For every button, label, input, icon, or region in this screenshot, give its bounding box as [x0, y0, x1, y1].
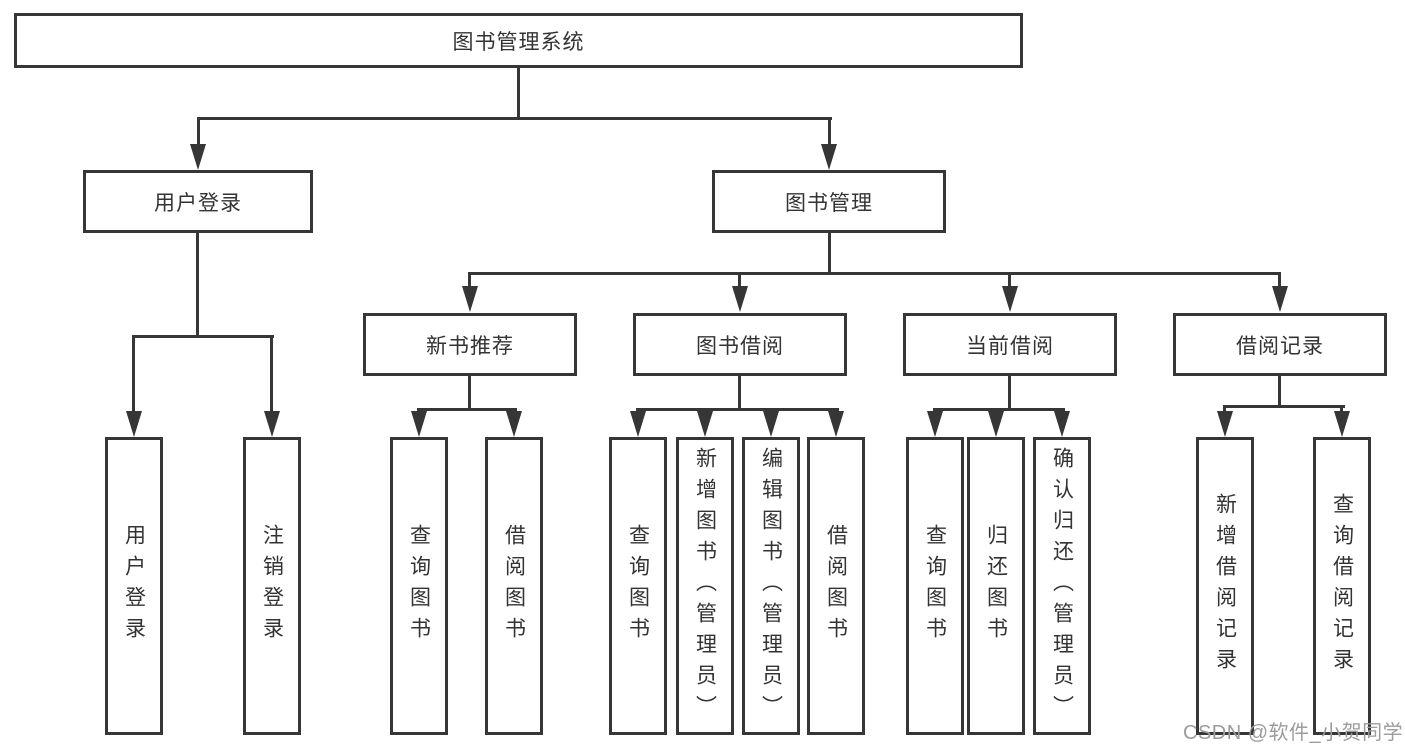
connector-line: [738, 376, 741, 408]
connector-line: [636, 408, 839, 411]
node-user-login: 用户登录: [83, 170, 313, 233]
leaf-rec-query-book: 查询图书: [390, 437, 448, 735]
leaf-br-query-record: 查询借阅记录: [1313, 437, 1371, 735]
csdn-watermark: CSDN @软件_小贺同学: [1183, 722, 1404, 744]
connector-arrowhead: [462, 286, 478, 312]
leaf-br-add-record-label: 新增借阅记录: [1213, 493, 1237, 679]
connector-line: [1223, 405, 1226, 413]
node-current-borrow: 当前借阅: [903, 313, 1117, 376]
connector-line: [132, 335, 135, 413]
connector-line: [468, 272, 1281, 275]
connector-line: [132, 335, 274, 338]
connector-line: [197, 117, 832, 120]
node-new-book-recommend: 新书推荐: [363, 313, 577, 376]
leaf-bb-borrow-book-label: 借阅图书: [824, 524, 848, 648]
leaf-user-login-label: 用户登录: [122, 524, 146, 648]
connector-line: [468, 272, 471, 288]
leaf-bb-add-book-admin-label: 新增图书（管理员）: [693, 446, 717, 726]
connector-arrowhead: [190, 144, 206, 170]
connector-arrowhead: [630, 411, 646, 437]
connector-arrowhead: [126, 411, 142, 437]
connector-arrowhead: [828, 411, 844, 437]
connector-line: [417, 408, 517, 411]
node-borrow-record-label: 借阅记录: [1236, 334, 1324, 358]
connector-line: [468, 376, 471, 408]
connector-line: [1340, 405, 1343, 413]
connector-arrowhead: [1217, 411, 1233, 437]
connector-arrowhead: [821, 144, 837, 170]
leaf-rec-query-book-label: 查询图书: [407, 524, 431, 648]
connector-arrowhead: [763, 411, 779, 437]
connector-arrowhead: [506, 411, 522, 437]
connector-line: [1008, 272, 1011, 288]
leaf-bb-borrow-book: 借阅图书: [807, 437, 865, 735]
connector-arrowhead: [1272, 286, 1288, 312]
node-book-borrow-label: 图书借阅: [696, 334, 784, 358]
leaf-cb-query-book: 查询图书: [906, 437, 964, 735]
leaf-logout-login: 注销登录: [243, 437, 301, 735]
node-book-borrow: 图书借阅: [633, 313, 847, 376]
node-library-system: 图书管理系统: [14, 13, 1023, 68]
connector-arrowhead: [1334, 411, 1350, 437]
node-borrow-record: 借阅记录: [1173, 313, 1387, 376]
connector-arrowhead: [697, 411, 713, 437]
leaf-br-query-record-label: 查询借阅记录: [1330, 493, 1354, 679]
connector-line: [197, 117, 200, 146]
leaf-cb-query-book-label: 查询图书: [923, 524, 947, 648]
connector-arrowhead: [411, 411, 427, 437]
leaf-rec-borrow-book: 借阅图书: [485, 437, 543, 735]
leaf-bb-edit-book-admin: 编辑图书（管理员）: [742, 437, 800, 735]
connector-arrowhead: [264, 411, 280, 437]
connector-arrowhead: [988, 411, 1004, 437]
leaf-bb-edit-book-admin-label: 编辑图书（管理员）: [759, 446, 783, 726]
connector-arrowhead: [732, 286, 748, 312]
connector-line: [196, 233, 199, 335]
leaf-bb-query-book: 查询图书: [609, 437, 667, 735]
leaf-user-login: 用户登录: [105, 437, 163, 735]
connector-line: [1223, 405, 1345, 408]
connector-arrowhead: [1054, 411, 1070, 437]
connector-line: [1278, 272, 1281, 288]
leaf-cb-confirm-return-admin: 确认归还（管理员）: [1033, 437, 1091, 735]
node-user-login-label: 用户登录: [154, 191, 242, 215]
connector-line: [1008, 376, 1011, 408]
node-book-manage: 图书管理: [712, 170, 946, 233]
node-current-borrow-label: 当前借阅: [966, 334, 1054, 358]
leaf-bb-query-book-label: 查询图书: [626, 524, 650, 648]
node-library-system-label: 图书管理系统: [452, 30, 585, 54]
connector-line: [828, 117, 831, 146]
connector-arrowhead: [1002, 286, 1018, 312]
node-book-manage-label: 图书管理: [785, 191, 873, 215]
leaf-cb-return-book: 归还图书: [967, 437, 1025, 735]
leaf-cb-confirm-return-admin-label: 确认归还（管理员）: [1050, 446, 1074, 726]
connector-line: [1278, 376, 1281, 405]
connector-line: [270, 335, 273, 413]
connector-line: [933, 408, 1065, 411]
connector-arrowhead: [927, 411, 943, 437]
leaf-cb-return-book-label: 归还图书: [984, 524, 1008, 648]
connector-line: [517, 68, 520, 120]
node-new-book-recommend-label: 新书推荐: [426, 334, 514, 358]
leaf-rec-borrow-book-label: 借阅图书: [502, 524, 526, 648]
leaf-br-add-record: 新增借阅记录: [1196, 437, 1254, 735]
connector-line: [738, 272, 741, 288]
leaf-bb-add-book-admin: 新增图书（管理员）: [676, 437, 734, 735]
leaf-logout-login-label: 注销登录: [260, 524, 284, 648]
connector-line: [828, 233, 831, 272]
